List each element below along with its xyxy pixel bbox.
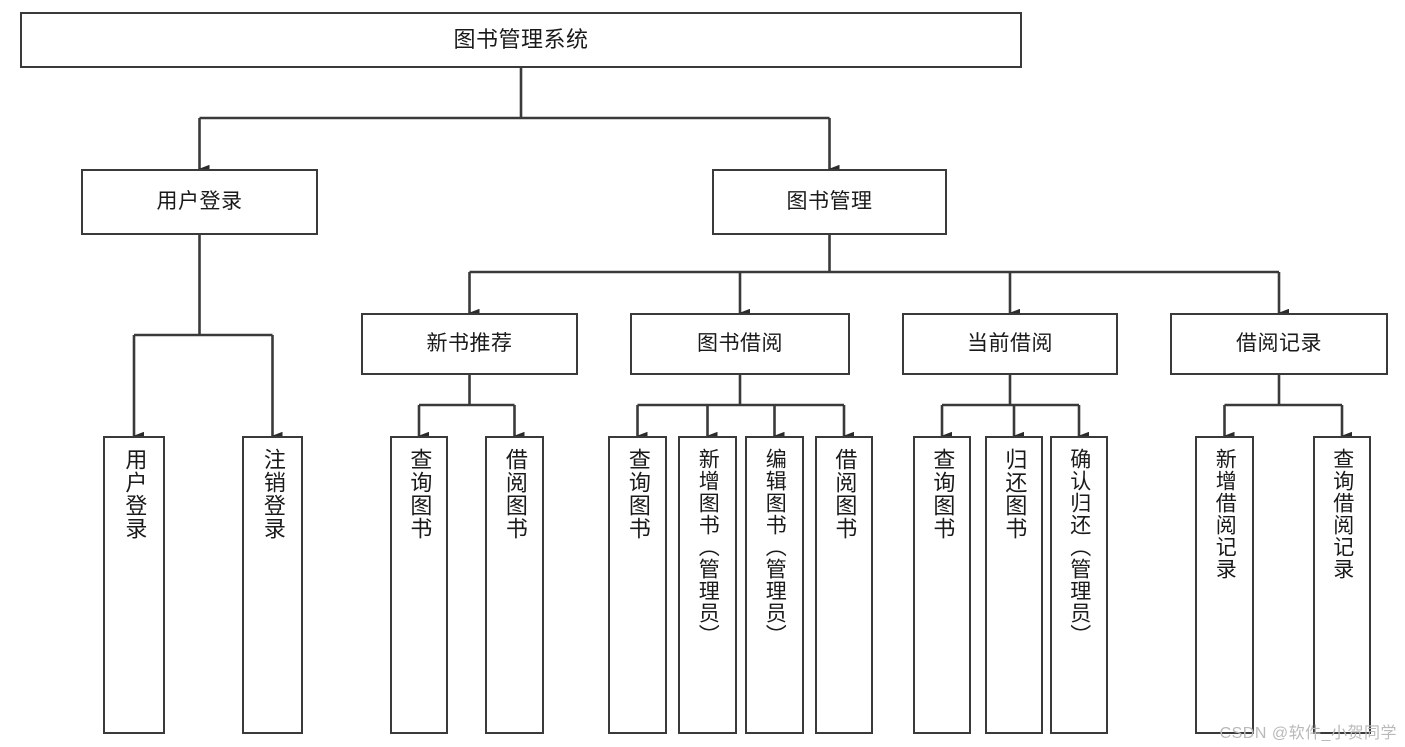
node-label: 图书管理系统 — [453, 26, 589, 52]
node-l_r_add[interactable]: 新增借阅记录 — [1195, 436, 1254, 734]
node-label: 查询借阅记录 — [1330, 448, 1354, 580]
node-l_c_confirm[interactable]: 确认归还（管理员） — [1050, 436, 1108, 734]
node-l_nb_borrow[interactable]: 借阅图书 — [485, 436, 544, 734]
node-records[interactable]: 借阅记录 — [1170, 313, 1388, 375]
node-label: 新书推荐 — [426, 332, 513, 356]
node-label: 确认归还（管理员） — [1067, 448, 1091, 646]
node-label: 查询图书 — [625, 448, 651, 540]
node-l_c_query[interactable]: 查询图书 — [913, 436, 971, 734]
node-label: 新增借阅记录 — [1213, 448, 1237, 580]
node-label: 用户登录 — [122, 448, 148, 540]
node-l_login[interactable]: 用户登录 — [103, 436, 165, 734]
node-label: 图书借阅 — [697, 332, 783, 356]
node-label: 查询图书 — [407, 448, 433, 540]
watermark-text: CSDN @软件_小贺同学 — [1219, 725, 1397, 742]
node-newbook[interactable]: 新书推荐 — [361, 313, 578, 375]
node-label: 借阅图书 — [502, 448, 528, 540]
node-label: 注销登录 — [260, 448, 286, 540]
node-label: 图书管理 — [786, 190, 873, 214]
node-label: 编辑图书（管理员） — [763, 448, 787, 646]
node-l_r_query[interactable]: 查询借阅记录 — [1313, 436, 1371, 734]
node-label: 用户登录 — [156, 190, 243, 214]
node-label: 查询图书 — [930, 448, 956, 540]
node-borrow[interactable]: 图书借阅 — [630, 313, 850, 375]
node-l_b_query[interactable]: 查询图书 — [608, 436, 667, 734]
node-l_b_add[interactable]: 新增图书（管理员） — [678, 436, 737, 734]
node-bookmgmt[interactable]: 图书管理 — [712, 169, 947, 235]
node-l_b_borrow[interactable]: 借阅图书 — [815, 436, 873, 734]
node-l_nb_query[interactable]: 查询图书 — [390, 436, 448, 734]
node-current[interactable]: 当前借阅 — [902, 313, 1118, 375]
node-label: 借阅记录 — [1236, 332, 1322, 356]
node-label: 新增图书（管理员） — [696, 448, 720, 646]
node-root[interactable]: 图书管理系统 — [20, 12, 1022, 68]
node-l_logout[interactable]: 注销登录 — [242, 436, 303, 734]
node-label: 归还图书 — [1002, 448, 1028, 540]
node-label: 借阅图书 — [832, 448, 858, 540]
node-l_b_edit[interactable]: 编辑图书（管理员） — [745, 436, 804, 734]
node-label: 当前借阅 — [967, 332, 1053, 356]
node-login[interactable]: 用户登录 — [81, 169, 318, 235]
node-l_c_return[interactable]: 归还图书 — [985, 436, 1043, 734]
